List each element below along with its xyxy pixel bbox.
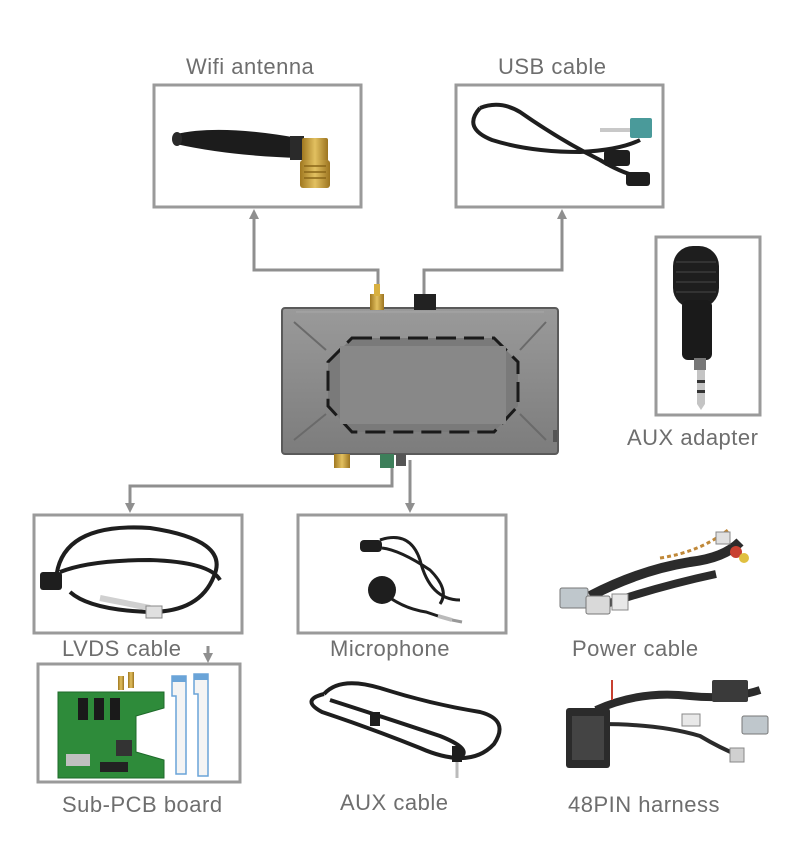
- connector-wifi: [249, 209, 380, 298]
- frame-microphone: [296, 513, 508, 635]
- aux-adapter-image: [673, 246, 719, 410]
- aux-cable-image: [309, 681, 502, 778]
- sub-pcb-image: [57, 672, 209, 779]
- label-sub-pcb-board: Sub-PCB board: [62, 792, 223, 817]
- connector-lvds: [125, 460, 394, 513]
- frame-lvds-cable: [32, 513, 244, 635]
- usb-cable-image: [471, 102, 652, 186]
- connector-usb: [422, 209, 567, 296]
- label-48pin-harness: 48PIN harness: [568, 792, 721, 817]
- label-lvds-cable: LVDS cable: [62, 636, 182, 661]
- label-power-cable: Power cable: [572, 636, 699, 661]
- power-cable-image: [559, 528, 749, 615]
- main-box: [281, 284, 559, 468]
- label-wifi-antenna: Wifi antenna: [186, 54, 315, 79]
- label-microphone: Microphone: [330, 636, 450, 661]
- microphone-image: [360, 536, 463, 624]
- lvds-cable-image: [40, 525, 222, 619]
- frame-usb-cable: [454, 83, 665, 209]
- label-aux-adapter: AUX adapter: [627, 425, 759, 450]
- label-usb-cable: USB cable: [498, 54, 607, 79]
- frame-wifi-antenna: [152, 83, 363, 209]
- frame-aux-adapter: [654, 235, 762, 417]
- wifi-antenna-image: [172, 129, 330, 188]
- frame-sub-pcb-board: [36, 662, 242, 784]
- harness-image: [566, 680, 769, 768]
- label-aux-cable: AUX cable: [340, 790, 449, 815]
